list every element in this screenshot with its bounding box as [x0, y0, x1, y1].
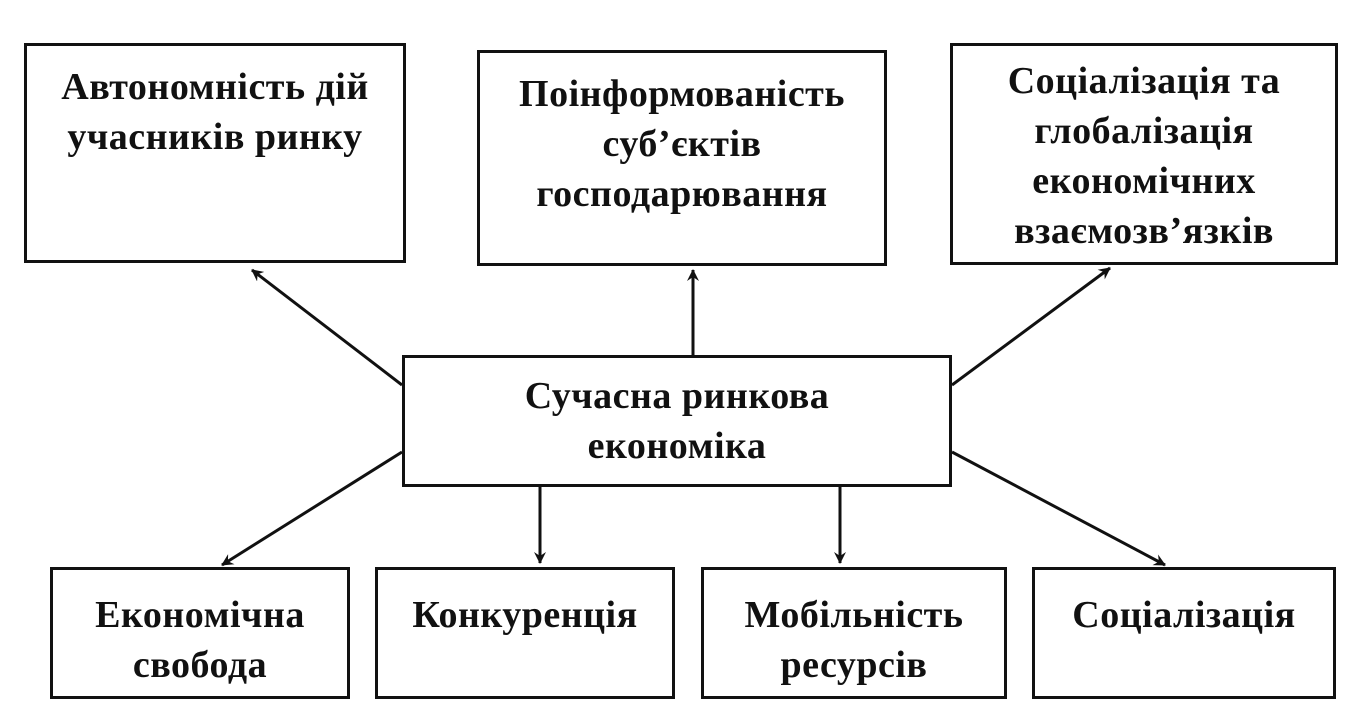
box-competition: Конкуренція	[375, 567, 675, 699]
box-awareness-line-3: господарювання	[536, 173, 828, 215]
arrow-to-autonomy	[251, 268, 403, 387]
box-autonomy-line-1: Автономність дій	[61, 66, 369, 108]
box-socialization: Соціалізація	[1032, 567, 1336, 699]
box-globalization: Соціалізація та глобалізація економічних…	[950, 43, 1338, 265]
box-resource-mobility-line-2: ресурсів	[780, 644, 928, 686]
box-globalization-line-3: економічних	[1032, 160, 1256, 202]
box-economic-freedom: Економічна свобода	[50, 567, 350, 699]
box-socialization-line-1: Соціалізація	[1072, 594, 1296, 636]
center-line-2: економіка	[587, 425, 767, 467]
box-awareness-line-1: Поінформованість	[519, 73, 845, 115]
arrow-to-globalization	[951, 266, 1111, 387]
box-awareness-line-2: суб’єктів	[602, 123, 762, 165]
box-competition-line-1: Конкуренція	[412, 594, 638, 636]
box-economic-freedom-line-1: Економічна	[95, 594, 305, 636]
box-economic-freedom-line-2: свобода	[132, 644, 268, 686]
arrow-to-economic-freedom	[221, 450, 403, 567]
box-awareness: Поінформованість суб’єктів господарюванн…	[477, 50, 887, 266]
box-modern-market-economy: Сучасна ринкова економіка	[402, 355, 952, 487]
box-resource-mobility: Мобільність ресурсів	[701, 567, 1007, 699]
box-globalization-line-1: Соціалізація та	[1007, 60, 1281, 102]
box-autonomy: Автономність дій учасників ринку	[24, 43, 406, 263]
arrow-to-socialization	[951, 450, 1166, 567]
box-globalization-line-4: взаємозв’язків	[1014, 210, 1274, 252]
box-globalization-line-2: глобалізація	[1034, 110, 1254, 152]
box-autonomy-line-2: учасників ринку	[67, 116, 363, 158]
center-line-1: Сучасна ринкова	[524, 375, 830, 417]
box-resource-mobility-line-1: Мобільність	[744, 594, 964, 636]
